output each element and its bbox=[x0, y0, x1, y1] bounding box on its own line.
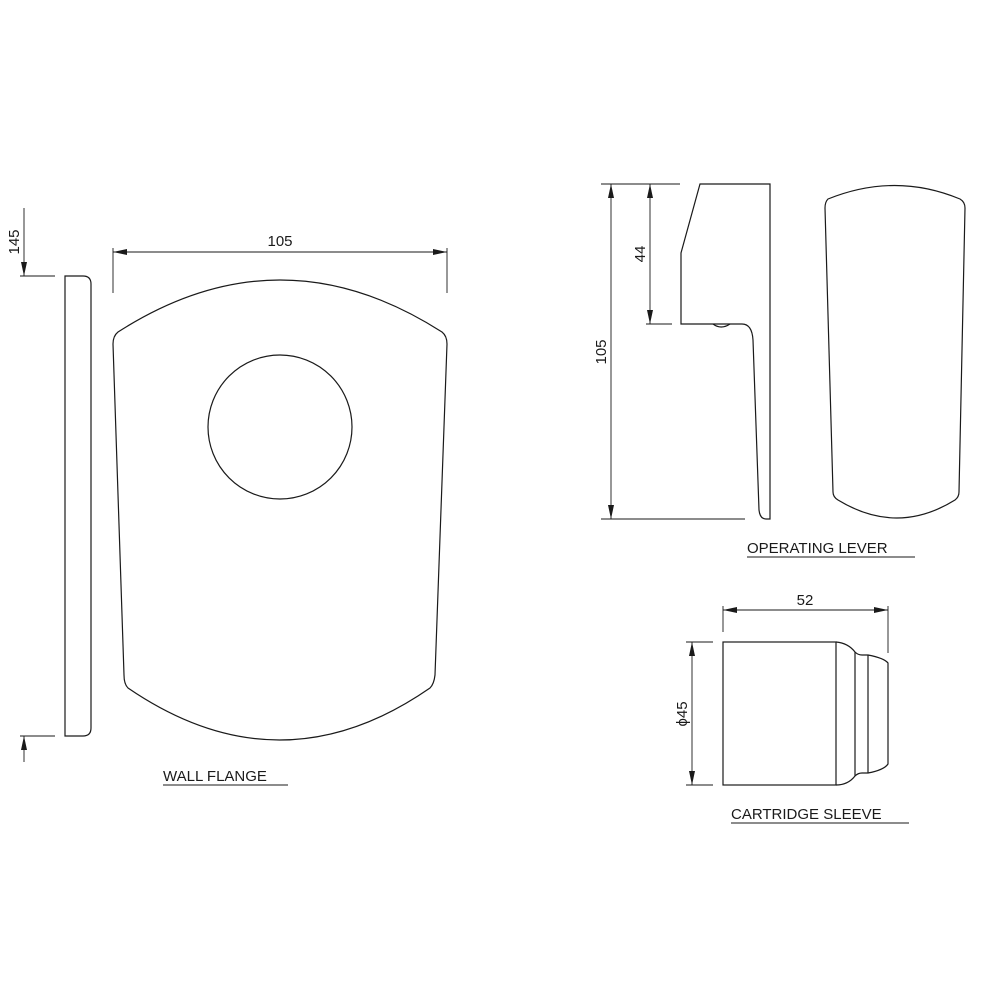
operating-lever-title: OPERATING LEVER bbox=[747, 540, 888, 557]
sleeve-diameter-dimension: ϕ45 bbox=[674, 701, 691, 726]
lever-upper-dimension: 44 bbox=[632, 246, 649, 263]
wall-flange-title: WALL FLANGE bbox=[163, 768, 267, 785]
operating-lever-side-view: 105 44 bbox=[593, 183, 771, 520]
flange-width-dimension: 105 bbox=[267, 233, 292, 250]
lever-height-dimension: 105 bbox=[593, 339, 610, 364]
wall-flange-front-view: 105 bbox=[112, 233, 448, 741]
operating-lever-front-view bbox=[824, 184, 966, 519]
wall-flange-side-view: 145 bbox=[6, 208, 92, 762]
sleeve-length-dimension: 52 bbox=[797, 592, 814, 609]
flange-center-hole bbox=[207, 354, 353, 500]
cartridge-sleeve-view: 52 ϕ45 bbox=[674, 592, 889, 786]
cartridge-sleeve-title: CARTRIDGE SLEEVE bbox=[731, 806, 882, 823]
flange-thickness-dimension: 145 bbox=[6, 229, 23, 254]
